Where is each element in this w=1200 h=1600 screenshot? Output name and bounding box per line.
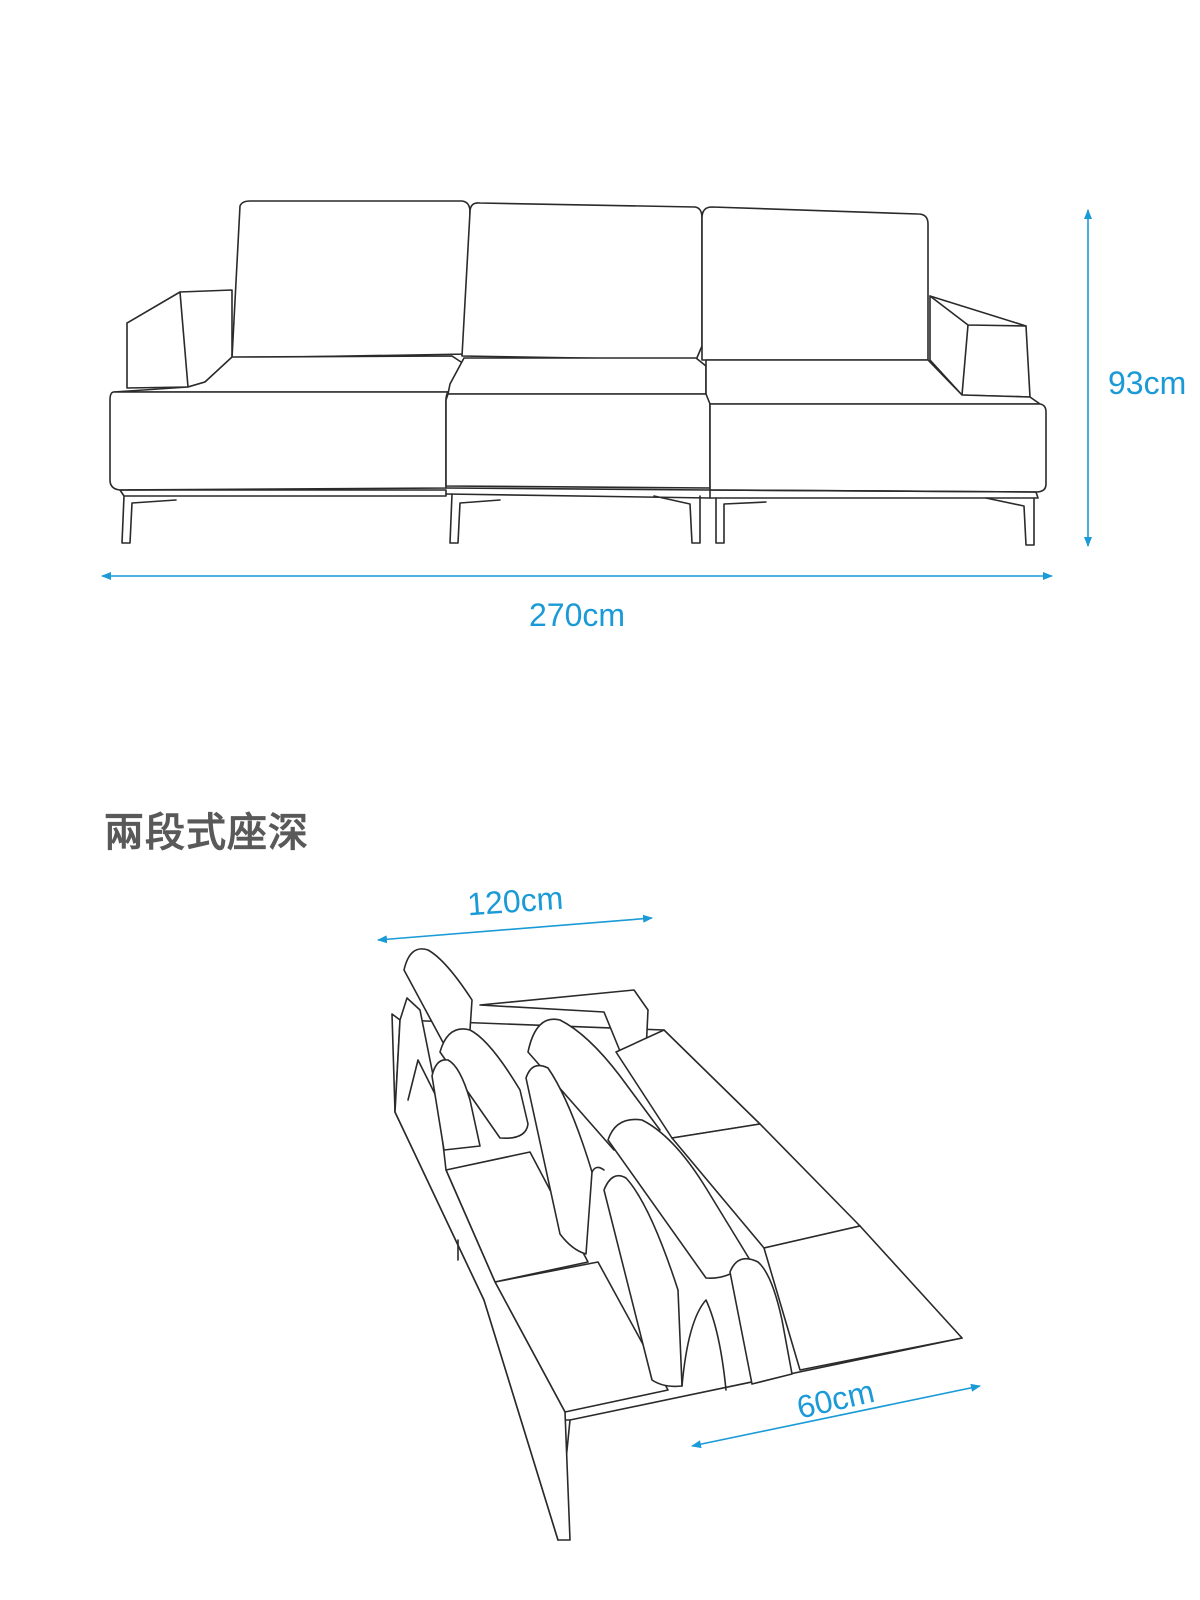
sofa-front-view	[109, 200, 1047, 546]
section-title: 兩段式座深	[104, 810, 309, 856]
leg-5	[985, 497, 1035, 546]
total-depth-label: 120cm	[466, 880, 564, 923]
height-dimension: 93cm	[1084, 209, 1186, 547]
iso-side-panel	[394, 997, 571, 1541]
leg-2	[449, 493, 501, 544]
height-label: 93cm	[1108, 365, 1186, 401]
iso-back-cushion-3	[431, 1059, 481, 1151]
back-cushion-right	[701, 206, 929, 361]
back-cushion-center	[461, 202, 703, 361]
iso-back-cushion-5	[525, 1064, 593, 1255]
seat-block-left	[109, 391, 449, 491]
leg-4	[715, 497, 767, 544]
iso-seat-front	[763, 1225, 963, 1371]
seat-block-right	[709, 403, 1047, 493]
back-cushion-left	[231, 200, 471, 359]
width-label: 270cm	[529, 597, 625, 633]
iso-back-cushion-8	[729, 1257, 793, 1385]
iso-back-cushion-6	[607, 1118, 751, 1279]
leg-1	[121, 495, 177, 544]
sofa-iso-view	[391, 948, 963, 1541]
segment-depth-label: 60cm	[793, 1373, 877, 1426]
total-depth-dimension: 120cm	[377, 880, 653, 944]
width-dimension: 270cm	[101, 572, 1053, 633]
seat-top-center	[447, 357, 707, 395]
iso-back-cushion-7	[603, 1174, 683, 1388]
leg-3	[653, 495, 701, 544]
iso-back-cushion-2	[439, 1028, 529, 1140]
seat-block-center	[445, 393, 711, 489]
